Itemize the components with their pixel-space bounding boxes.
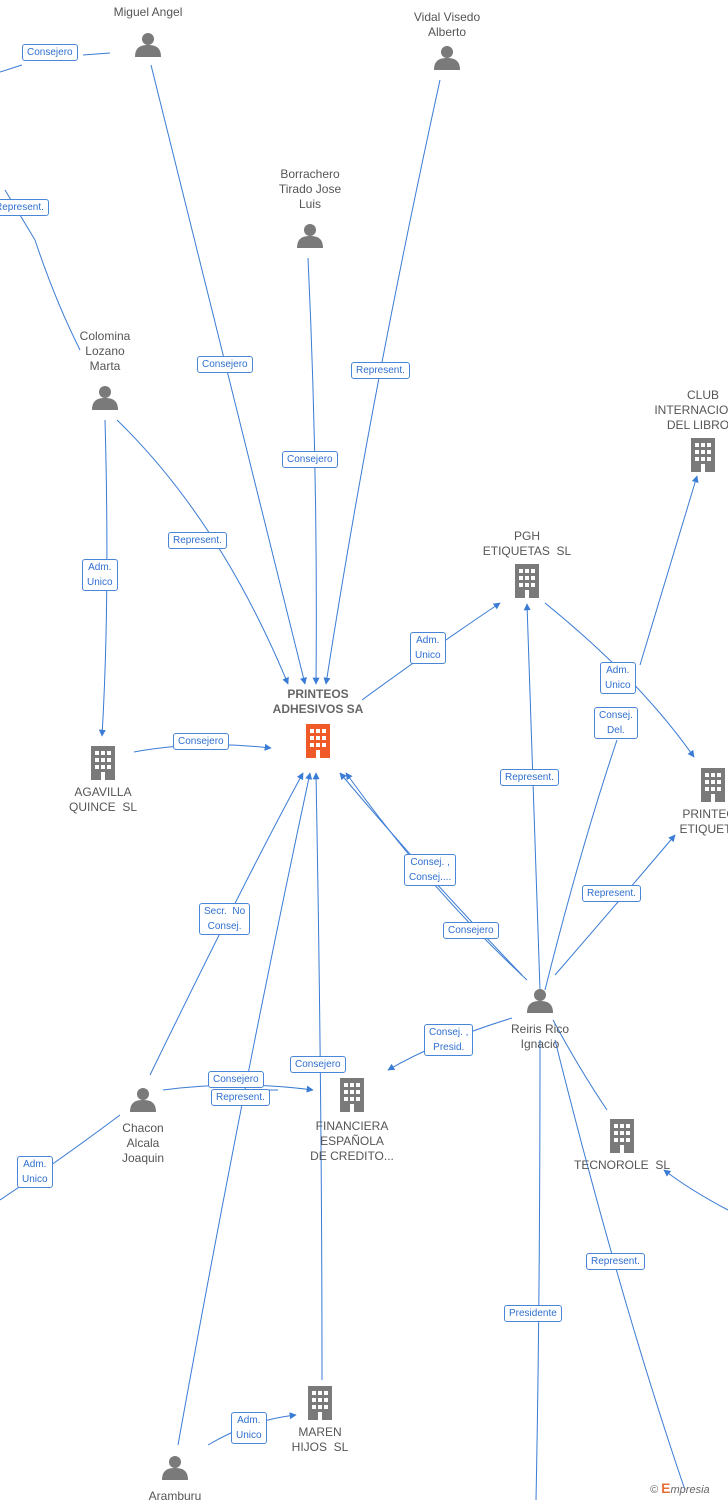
building-icon[interactable] [691,438,715,472]
node-label-financiera[interactable]: FINANCIERA ESPAÑOLA DE CREDITO... [310,1119,394,1163]
edge-line [312,772,323,1381]
empresia-brand: © Empresia [650,1480,710,1496]
building-icon[interactable] [340,1078,364,1112]
edge-label-e12[interactable]: Represent. [500,769,559,786]
person-icon[interactable] [434,46,460,70]
person-icon[interactable] [92,386,118,410]
edge-label-e24[interactable]: Adm. Unico [231,1412,267,1444]
node-label-miguel[interactable]: Miguel Angel [113,5,183,19]
person-icon[interactable] [130,1088,156,1112]
edge-label-e4[interactable]: Represent. [351,362,410,379]
edge-label-e18[interactable]: Consejero [290,1056,346,1073]
node-label-agavilla[interactable]: AGAVILLA QUINCE SL [68,785,138,814]
node-label-club[interactable]: CLUB INTERNACIONAL DEL LIBRO... [654,388,728,432]
edge-line [639,475,699,666]
edge-label-e9[interactable]: Adm. Unico [410,632,446,664]
edge-line [554,834,676,976]
brand-name: mpresia [670,1484,710,1496]
person-icon[interactable] [135,33,161,57]
edge-line [82,52,111,56]
edge-line [323,79,441,685]
node-label-aramburu[interactable]: Aramburu [148,1489,202,1503]
edge-label-e20[interactable]: Represent. [211,1089,270,1106]
person-icon[interactable] [297,224,323,248]
copyright-symbol: © [650,1484,659,1496]
person-icon[interactable] [162,1456,188,1480]
node-label-printeos[interactable]: PRINTEOS ADHESIVOS SA [272,687,364,716]
edge-label-e1[interactable]: Consejero [22,44,78,61]
edge-label-e14[interactable]: Consejero [443,922,499,939]
edge-label-e10[interactable]: Adm. Unico [600,662,636,694]
edge-label-e23[interactable]: Presidente [504,1305,562,1322]
edge-line [544,739,618,991]
edge-label-e11[interactable]: Consej. Del. [594,707,638,739]
edge-line [34,239,81,351]
brand-initial: E [661,1480,671,1496]
edge-label-e7[interactable]: Represent. [168,532,227,549]
edge-line [177,772,313,1446]
edge-line [523,603,541,991]
edge-line [535,1039,541,1500]
building-icon[interactable] [515,564,539,598]
node-label-maren[interactable]: MAREN HIJOS SL [291,1425,349,1454]
edge-label-e8[interactable]: Consejero [173,733,229,750]
node-label-reiris[interactable]: Reiris Rico Ignacio [510,1022,570,1051]
edge-label-e15[interactable]: Represent. [582,885,641,902]
edge-label-e22[interactable]: Represent. [586,1253,645,1270]
edge-line [554,1039,686,1491]
node-label-printeos_et[interactable]: PRINTEOS ETIQUETAS [679,807,728,836]
edge-line [0,1114,121,1201]
edge-label-e13[interactable]: Consej. , Consej.... [404,854,457,886]
edge-label-e6[interactable]: Adm. Unico [82,559,118,591]
building-icon[interactable] [308,1386,332,1420]
edge-line [149,772,304,1076]
node-label-tecnorole[interactable]: TECNOROLE SL [573,1158,671,1172]
edge-line [663,1169,728,1211]
edge-label-e5[interactable]: Consejero [282,451,338,468]
node-label-borrachero[interactable]: Borrachero Tirado Jose Luis [278,167,342,211]
edge-label-e21[interactable]: Adm. Unico [17,1156,53,1188]
building-icon[interactable] [306,724,330,758]
building-icon[interactable] [610,1119,634,1153]
building-icon[interactable] [91,746,115,780]
node-label-vidal[interactable]: Vidal Visedo Alberto [413,10,481,39]
edge-label-e17[interactable]: Consej. , Presid. [424,1024,474,1056]
node-label-pgh[interactable]: PGH ETIQUETAS SL [482,529,572,558]
person-icon[interactable] [527,989,553,1013]
edge-line [552,1019,608,1111]
edge-label-e16[interactable]: Secr. No Consej. [199,903,251,935]
node-label-colomina[interactable]: Colomina Lozano Marta [79,329,131,373]
edge-line [150,64,307,685]
edge-label-e2[interactable]: Represent. [0,199,49,216]
edge-line [0,64,23,73]
node-label-chacon[interactable]: Chacon Alcala Joaquin [121,1121,165,1165]
edge-line [116,419,289,685]
building-icon[interactable] [701,768,725,802]
edge-label-e19[interactable]: Consejero [208,1071,264,1088]
edge-line [307,257,320,685]
edge-label-e3[interactable]: Consejero [197,356,253,373]
